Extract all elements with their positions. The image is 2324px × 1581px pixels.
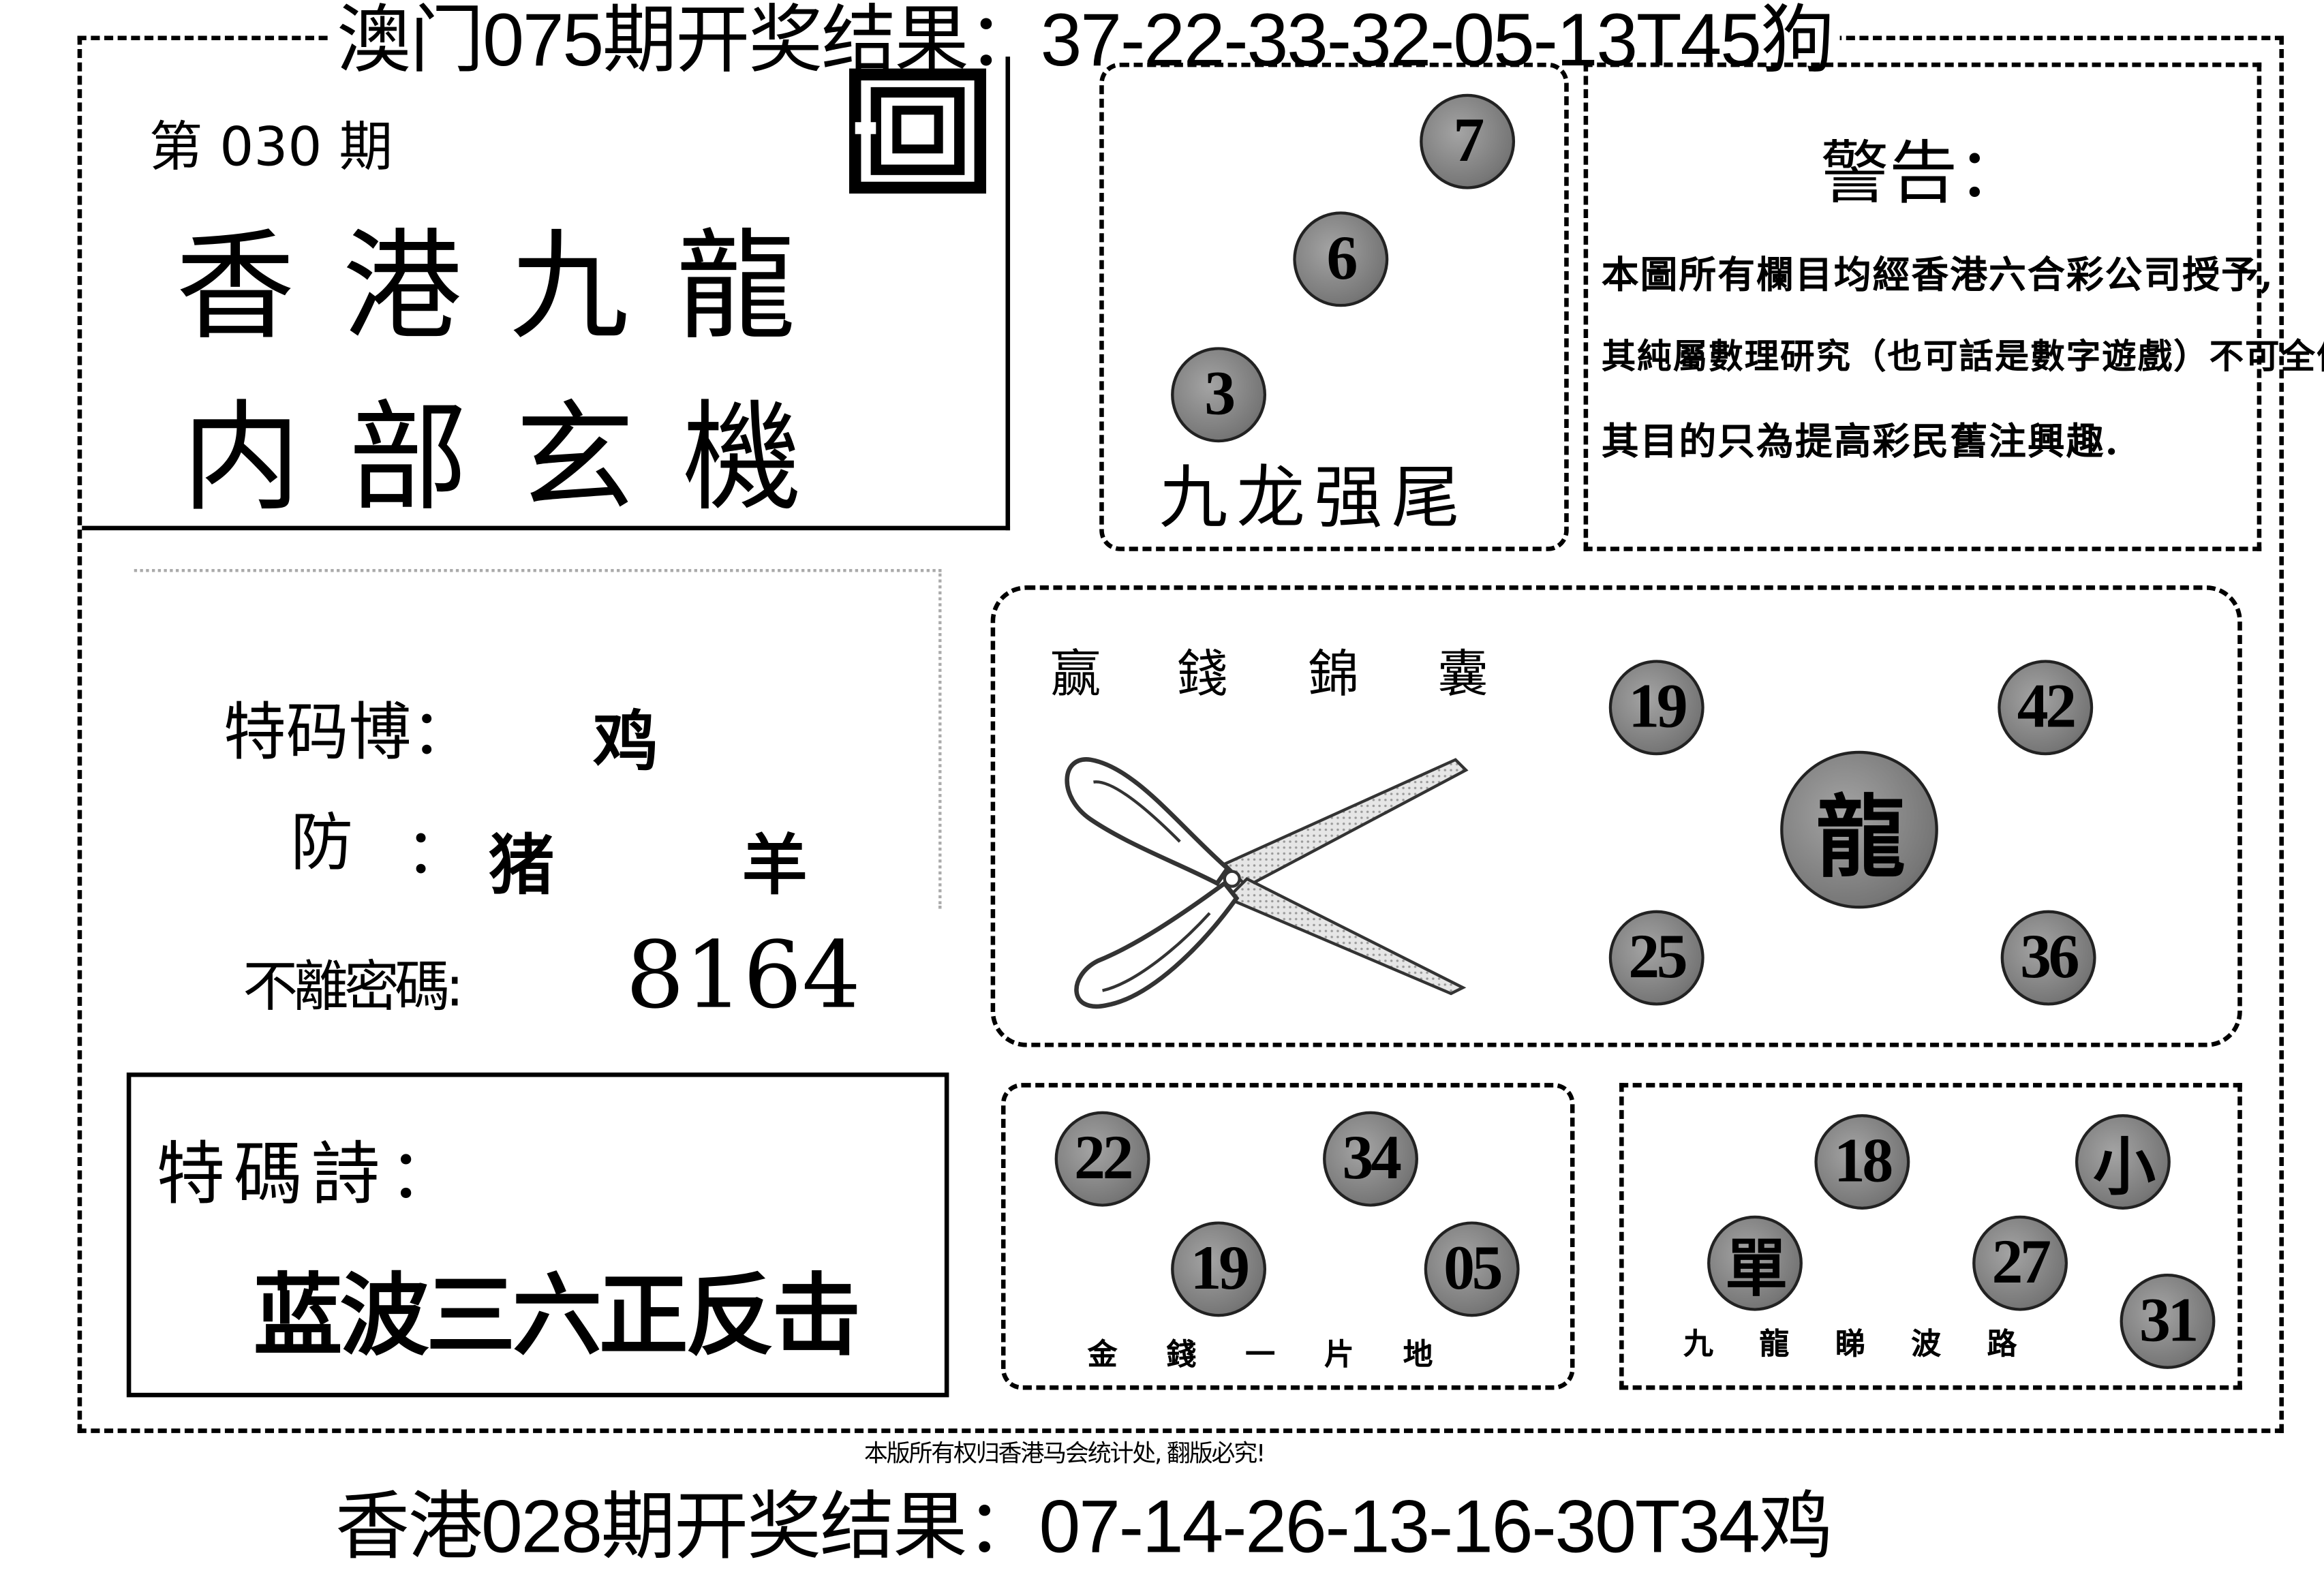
guard-value: 猪 — [488, 828, 555, 904]
dragon-ball: 龍 — [1780, 750, 1938, 909]
number-ball: 34 — [1323, 1111, 1418, 1207]
size-ball: 小 — [2075, 1114, 2171, 1210]
copyright-notice: 本版所有权归香港马会统计处, 翻版必究! — [863, 1439, 1266, 1468]
money-caption: 金 錢 一 片 地 — [1087, 1336, 1433, 1372]
bet-value: 鸡 — [592, 704, 659, 781]
tips-box — [990, 585, 2242, 1047]
number-ball: 42 — [1998, 660, 2094, 756]
number-ball: 18 — [1814, 1114, 1910, 1210]
maze-seal-icon — [848, 68, 987, 194]
poem-label: 特碼詩： — [156, 1133, 467, 1214]
number-ball: 19 — [1608, 660, 1704, 756]
odd-even-ball: 單 — [1707, 1215, 1803, 1311]
number-ball: 05 — [1424, 1221, 1520, 1317]
warning-line: 其純屬數理研究（也可話是數字遊戲）不可全信 — [1601, 337, 2324, 378]
number-ball: 6 — [1293, 211, 1389, 307]
issue-number: 第 030 期 — [149, 117, 393, 179]
wave-caption: 九 龍 睇 波 路 — [1683, 1325, 2017, 1362]
hongkong-result-footer: 香港028期开奖结果：07-14-26-13-16-30T34鸡 — [335, 1485, 1833, 1569]
tips-heading-char: 錦 — [1308, 645, 1359, 705]
guard-colon: ： — [405, 814, 468, 888]
bet-label: 特码博： — [223, 695, 474, 769]
title-box — [82, 57, 1011, 531]
tips-heading-char: 囊 — [1437, 645, 1488, 705]
tail-caption: 九龙强尾 — [1159, 457, 1469, 538]
number-ball: 7 — [1420, 93, 1516, 189]
warning-line: 其目的只為提高彩民舊注興趣. — [1601, 420, 2120, 463]
special-box — [134, 569, 942, 909]
warning-line: 本圖所有欄目均經香港六合彩公司授予, — [1601, 253, 2275, 296]
scissors-icon — [1060, 737, 1478, 1020]
money-box — [1000, 1083, 1575, 1390]
tips-heading-char: 錢 — [1176, 645, 1228, 705]
number-ball: 36 — [2000, 910, 2096, 1006]
warning-box — [1583, 62, 2262, 551]
number-ball: 22 — [1054, 1111, 1150, 1207]
tips-heading-char: 赢 — [1050, 645, 1101, 705]
poem-text: 蓝波三六正反击 — [253, 1264, 861, 1369]
number-ball: 31 — [2120, 1273, 2216, 1369]
wave-box — [1619, 1083, 2242, 1390]
title-line-1: 香港九龍 — [175, 217, 844, 356]
number-ball: 19 — [1171, 1221, 1267, 1317]
warning-title: 警告： — [1820, 132, 2026, 213]
guard-label: 防 — [290, 805, 354, 879]
code-value: 8164 — [626, 920, 861, 1030]
number-ball: 25 — [1608, 910, 1704, 1006]
title-line-2: 内部玄機 — [181, 388, 849, 527]
code-label: 不離密碼: — [243, 955, 464, 1019]
number-ball: 27 — [1972, 1215, 2068, 1311]
poem-box — [126, 1072, 949, 1398]
guard-value: 羊 — [741, 828, 808, 904]
tail-box — [1099, 62, 1569, 551]
number-ball: 3 — [1171, 347, 1267, 443]
